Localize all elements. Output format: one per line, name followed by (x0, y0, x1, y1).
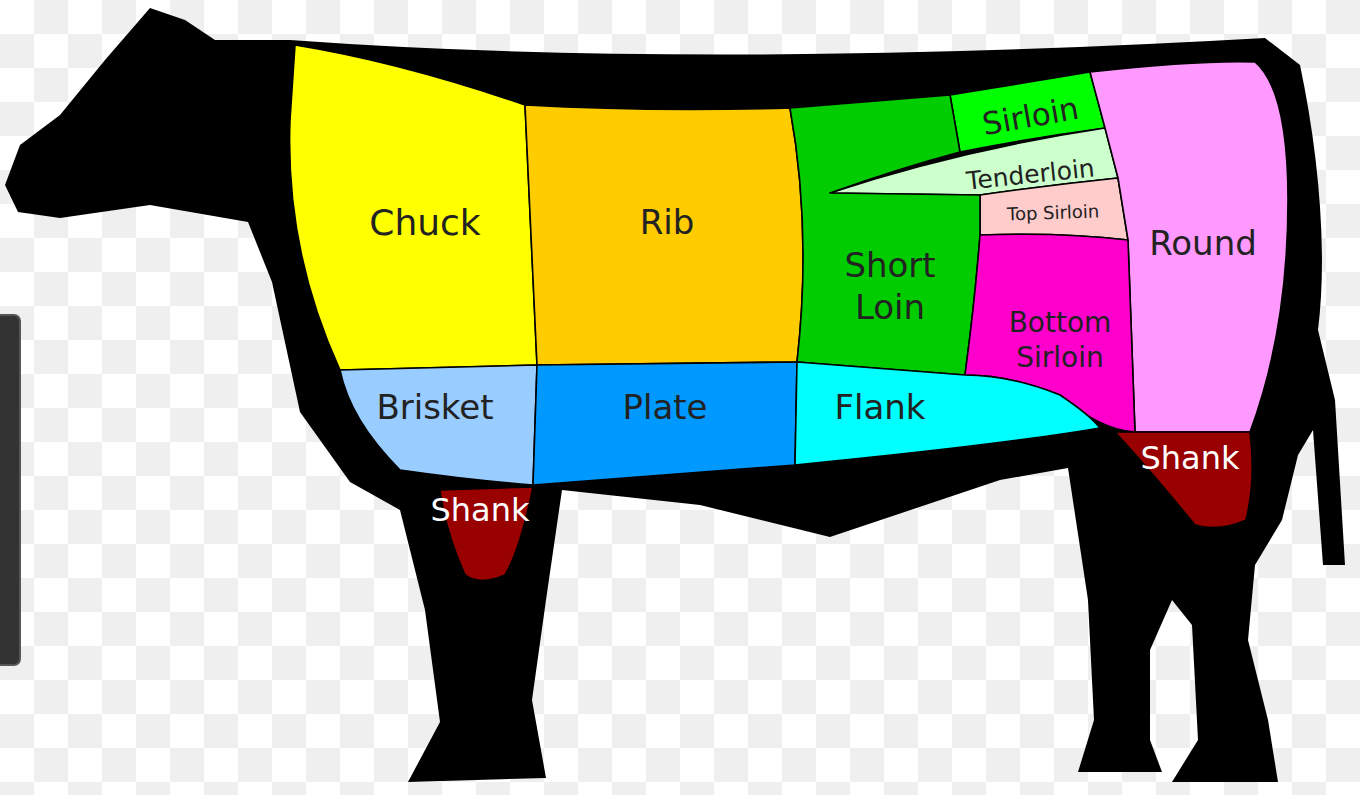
cut-label: Rib (640, 201, 695, 244)
cut-outline (790, 95, 980, 375)
cut-shape (980, 178, 1128, 240)
cow-silhouette (5, 8, 1345, 782)
cut-label: Round (1149, 222, 1257, 265)
short-loin-cut: Short Loin (790, 95, 980, 375)
rear-shank-cut: Shank (1115, 432, 1256, 532)
flank-cut: Flank (795, 362, 1100, 465)
cut-shape (1115, 432, 1252, 528)
cut-shape (790, 95, 980, 375)
cut-shape (533, 362, 797, 485)
cut-label: Shank (431, 490, 530, 530)
cut-label: Brisket (376, 386, 493, 429)
rib-cut: Rib (525, 105, 812, 365)
cut-label: Shank (1140, 438, 1239, 478)
cut-shape (340, 365, 537, 485)
cut-label: Top Sirloin (1006, 200, 1099, 226)
side-tab (0, 315, 20, 665)
cut-label: Flank (834, 386, 925, 429)
cut-label: Short Loin (815, 244, 965, 329)
cut-shape (795, 362, 1100, 465)
plate-cut: Plate (533, 362, 797, 485)
brisket-cut: Brisket (340, 365, 537, 485)
cut-label: Bottom Sirloin (990, 305, 1130, 375)
cut-label: Chuck (369, 200, 480, 245)
cut-label: Plate (622, 386, 707, 429)
front-shank-cut: Shank (440, 487, 533, 586)
top-sirloin-cut: Top Sirloin (980, 178, 1128, 240)
cut-shape (290, 45, 537, 370)
cut-shape (525, 105, 803, 365)
chuck-cut: Chuck (285, 45, 537, 370)
